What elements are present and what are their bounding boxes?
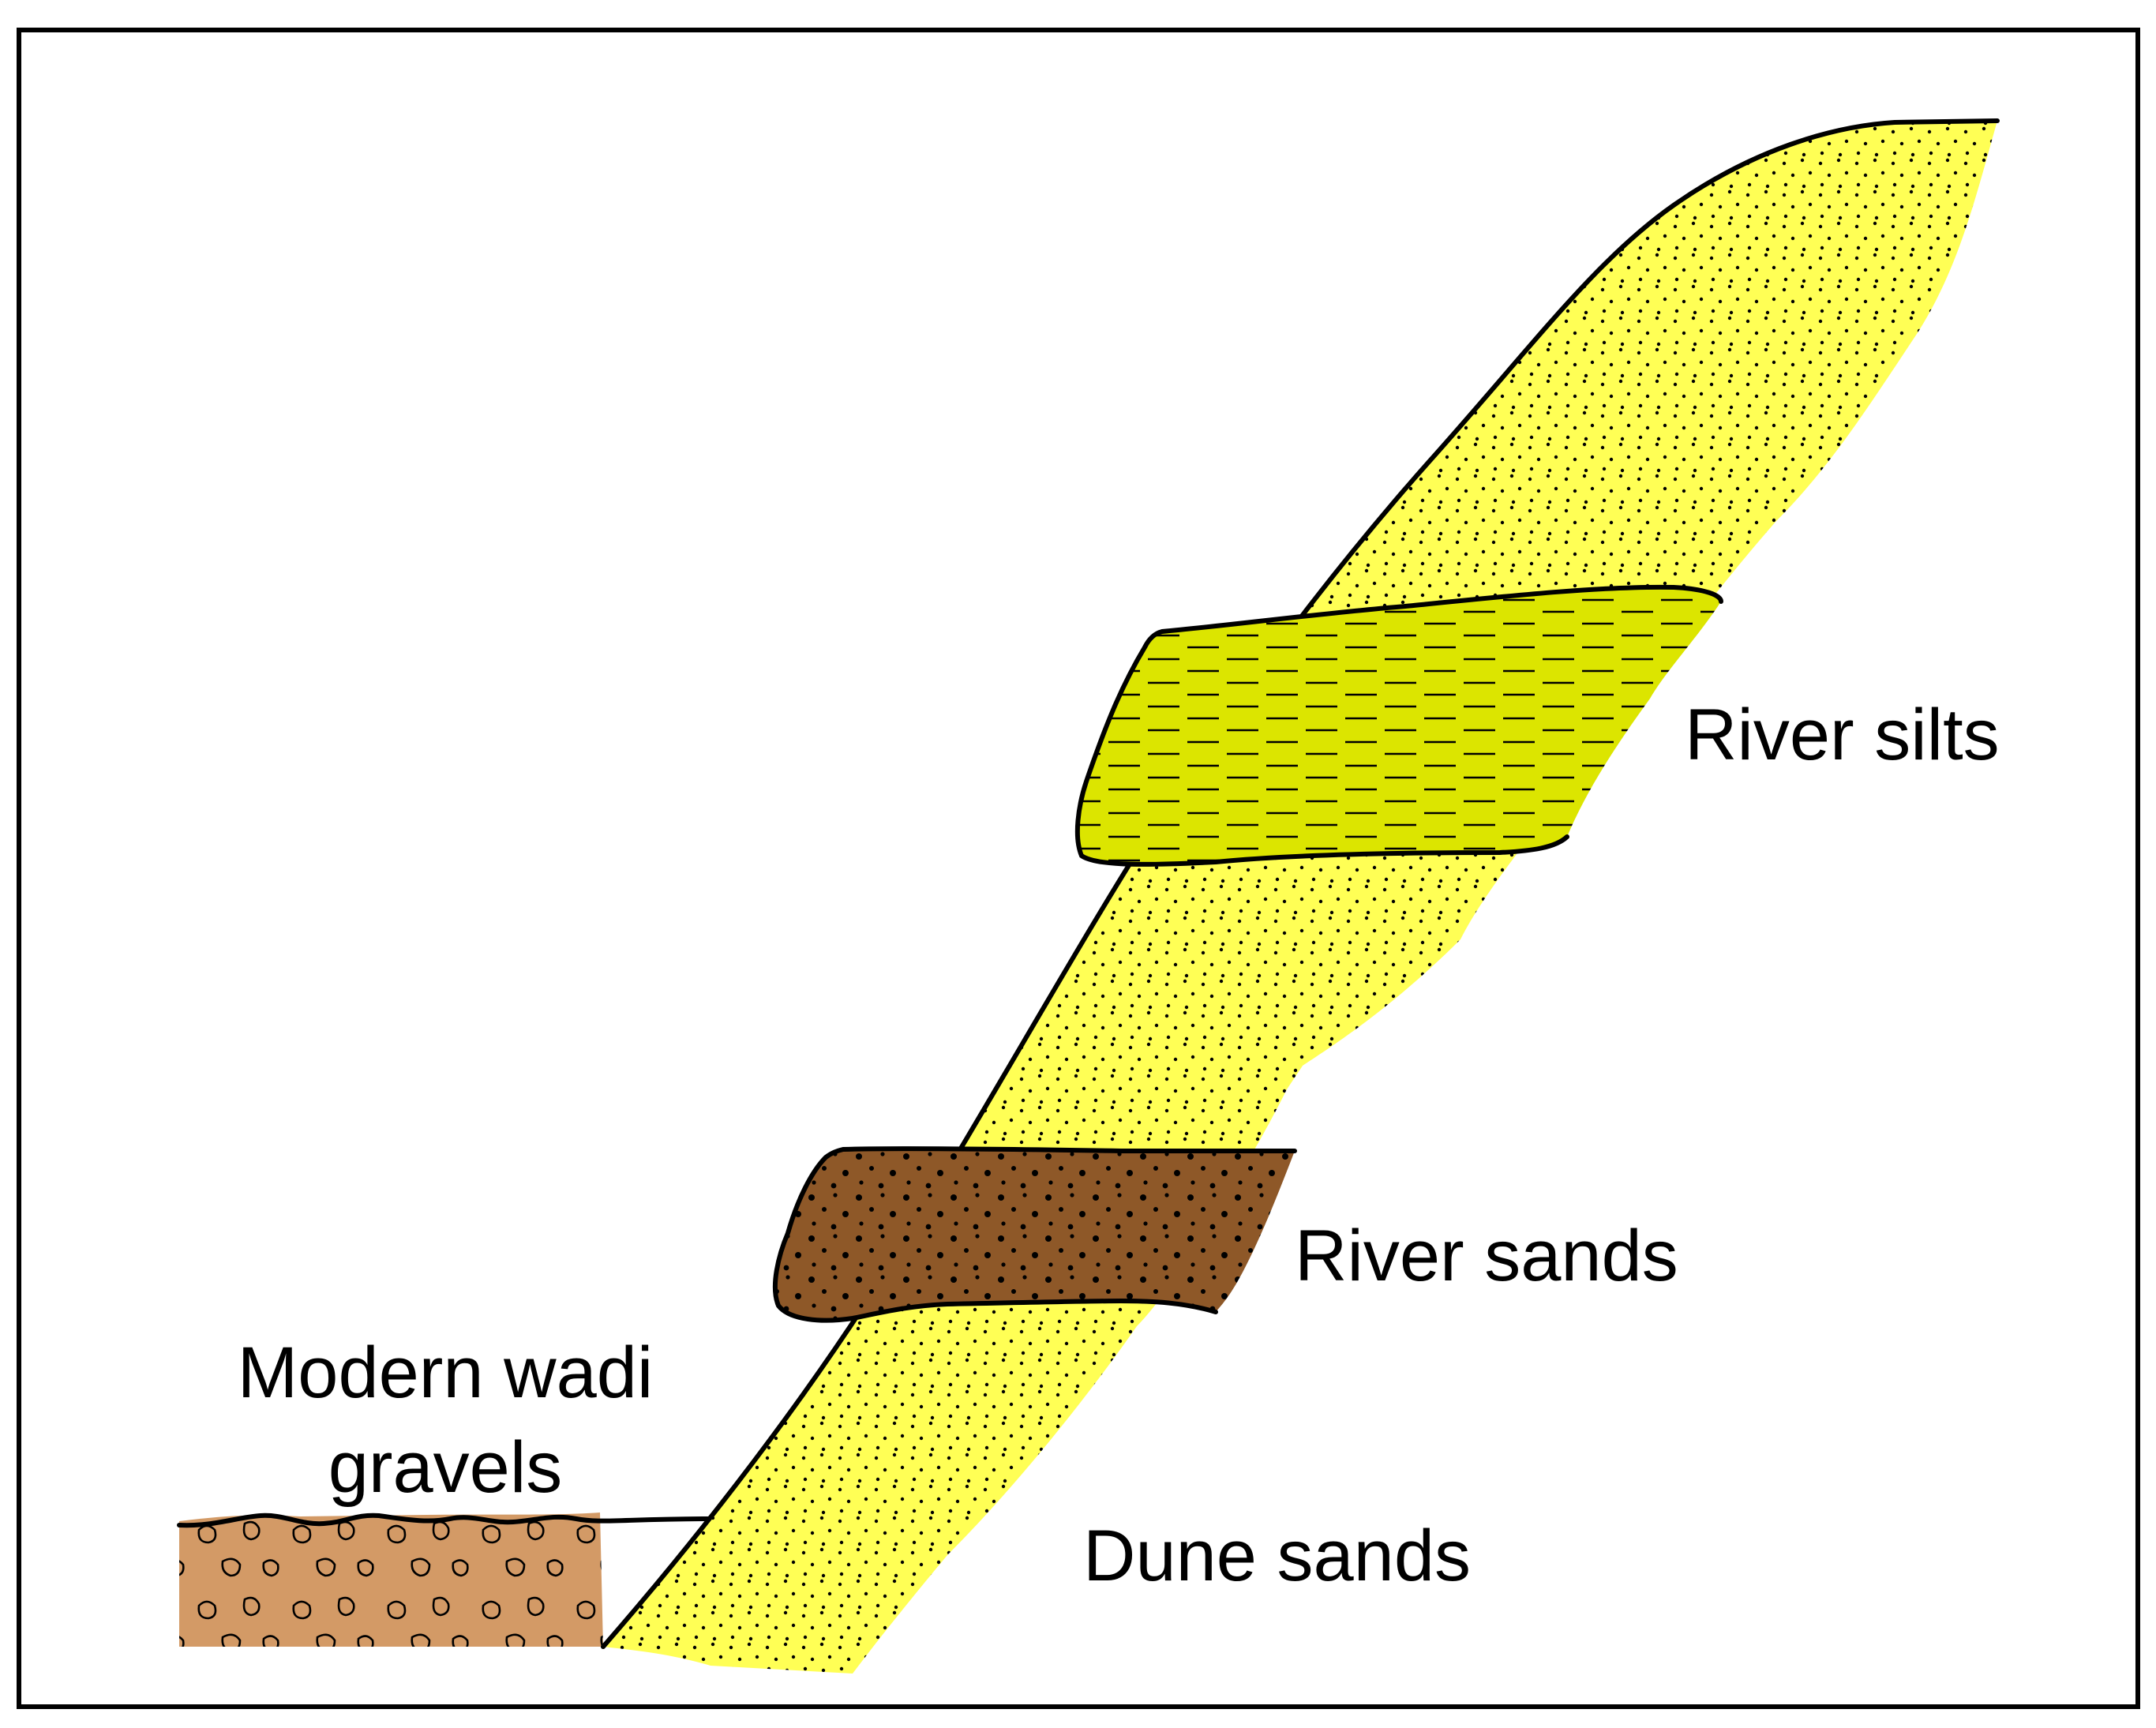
river-sands-outline xyxy=(772,1146,1297,1323)
river-sands-layer xyxy=(774,1149,1295,1321)
wadi-gravels-label-line2: gravels xyxy=(328,1427,563,1508)
dune-sands-label: Dune sands xyxy=(1083,1516,1471,1596)
wadi-gravels-label-line1: Modern wadi xyxy=(238,1333,654,1413)
river-silts-layer xyxy=(1077,587,1721,864)
river-silts-label: River silts xyxy=(1685,695,2000,775)
river-sands-label: River sands xyxy=(1295,1216,1678,1296)
wadi-gravels-top-outline xyxy=(177,1512,717,1528)
wadi-gravels-layer xyxy=(179,1512,603,1647)
river-silts-outline xyxy=(1074,584,1723,867)
